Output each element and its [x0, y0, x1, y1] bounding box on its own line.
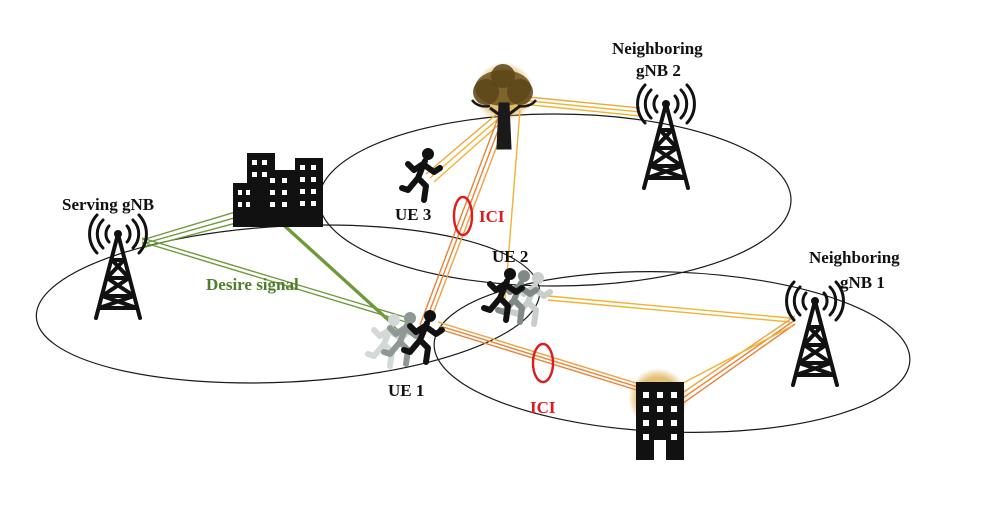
ue1-label: UE 1 — [388, 381, 424, 400]
cell-tower-icon — [87, 213, 149, 320]
neighboring-gnb1-label-line2: gNB 1 — [840, 273, 885, 292]
building-icon — [636, 382, 684, 460]
ici-marker-upper — [452, 195, 474, 237]
ue3-label: UE 3 — [395, 205, 431, 224]
desire-signal-label: Desire signal — [206, 275, 299, 294]
ici-label-upper: ICI — [479, 207, 505, 226]
serving-gnb-label: Serving gNB — [62, 195, 154, 214]
ici-label-lower: ICI — [530, 398, 556, 417]
cell-tower-icon — [635, 83, 697, 190]
ue2-label: UE 2 — [492, 247, 528, 266]
neighboring-gnb1-label-line1: Neighboring — [809, 248, 900, 267]
neighboring-gnb2-label-line2: gNB 2 — [636, 61, 681, 80]
building-icon — [233, 153, 323, 227]
cell-tower-icon — [784, 280, 846, 387]
neighbor-cell-2-ellipse — [318, 113, 792, 287]
tree-icon — [471, 64, 537, 150]
ici-marker-lower — [531, 342, 555, 384]
neighboring-gnb2-label-line1: Neighboring — [612, 39, 703, 58]
running-person-icon — [402, 149, 440, 201]
